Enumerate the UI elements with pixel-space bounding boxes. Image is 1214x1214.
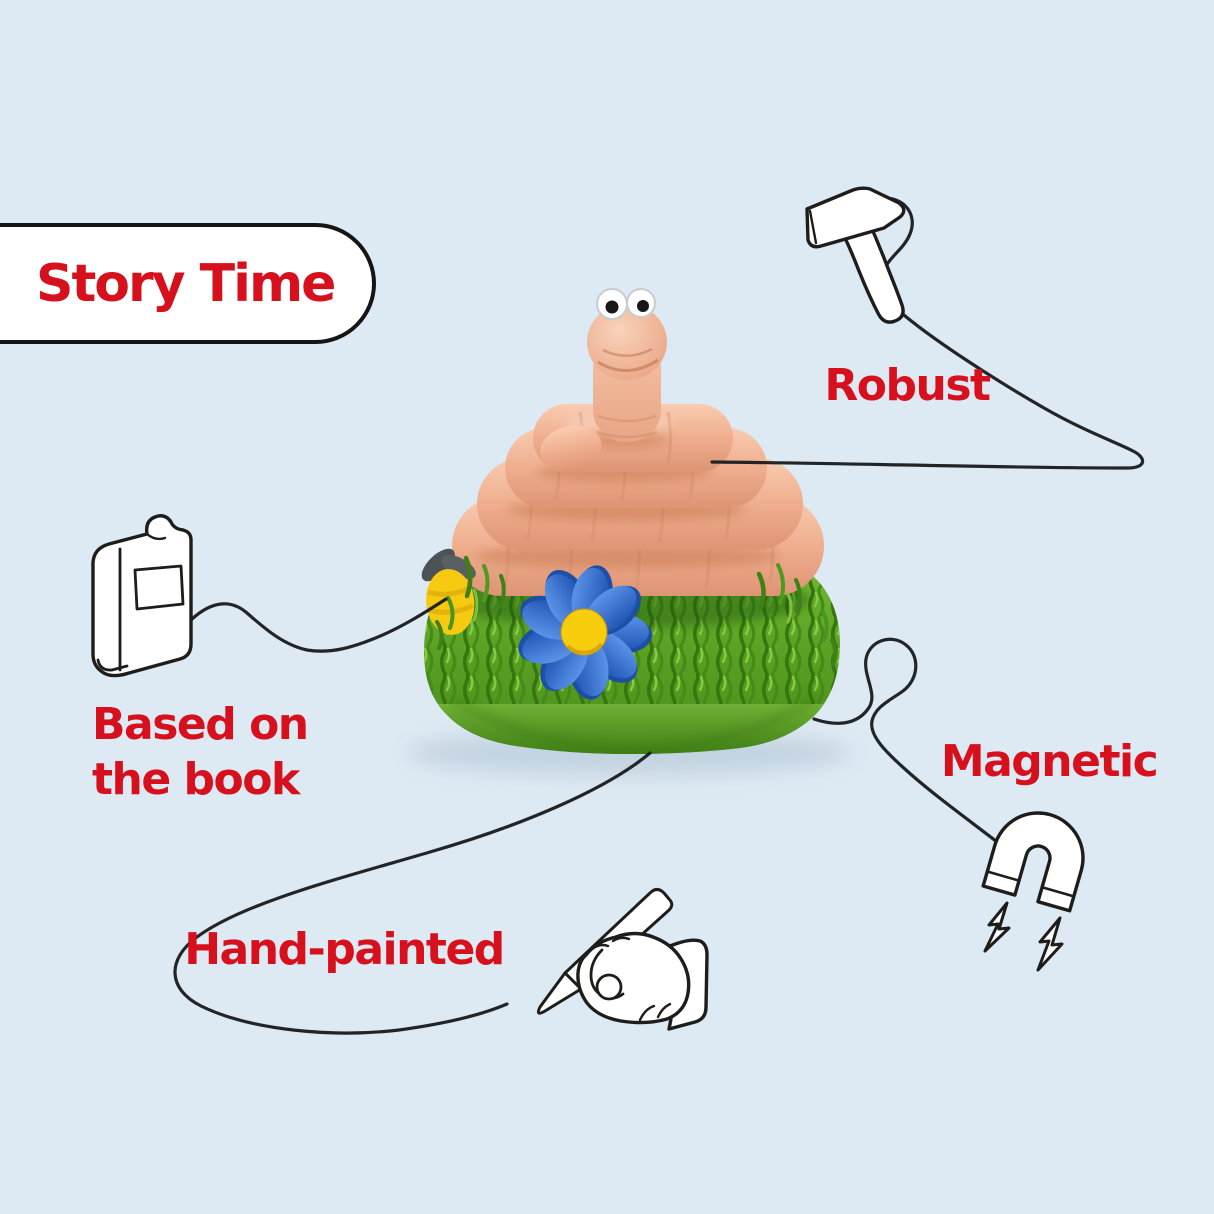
feature-label-robust: Robust bbox=[824, 360, 991, 411]
worm-figurine bbox=[409, 288, 849, 775]
connector-handpainted-line bbox=[173, 751, 652, 1035]
worm-tail-tip bbox=[540, 425, 602, 473]
feature-label-based-on-line1: Based on bbox=[92, 699, 309, 750]
connector-book-line bbox=[190, 597, 448, 653]
connector-robust-line bbox=[710, 196, 1145, 470]
worm-head bbox=[587, 288, 667, 442]
feature-label-magnetic: Magnetic bbox=[940, 736, 1159, 787]
feature-label-based-on-the-book: Based on the book bbox=[92, 697, 309, 807]
feature-label-based-on-line2: the book bbox=[92, 754, 300, 805]
magnet-icon bbox=[981, 811, 1085, 972]
connector-lines bbox=[173, 196, 1145, 1035]
worm-coil bbox=[452, 404, 824, 596]
worm-smile bbox=[597, 358, 659, 372]
paintbrush-hand-icon bbox=[536, 888, 709, 1031]
story-time-badge-label: Story Time bbox=[36, 253, 336, 314]
magnet-spark-icons bbox=[983, 901, 1064, 972]
googly-eyes bbox=[596, 288, 656, 320]
hammer-icon bbox=[805, 186, 906, 324]
book-icon bbox=[91, 514, 193, 678]
connector-magnet-line bbox=[812, 637, 1003, 847]
grass-tufts bbox=[435, 555, 838, 666]
story-time-badge: Story Time bbox=[0, 223, 376, 344]
feature-label-hand-painted: Hand-painted bbox=[184, 924, 505, 975]
blue-flower bbox=[512, 561, 652, 703]
